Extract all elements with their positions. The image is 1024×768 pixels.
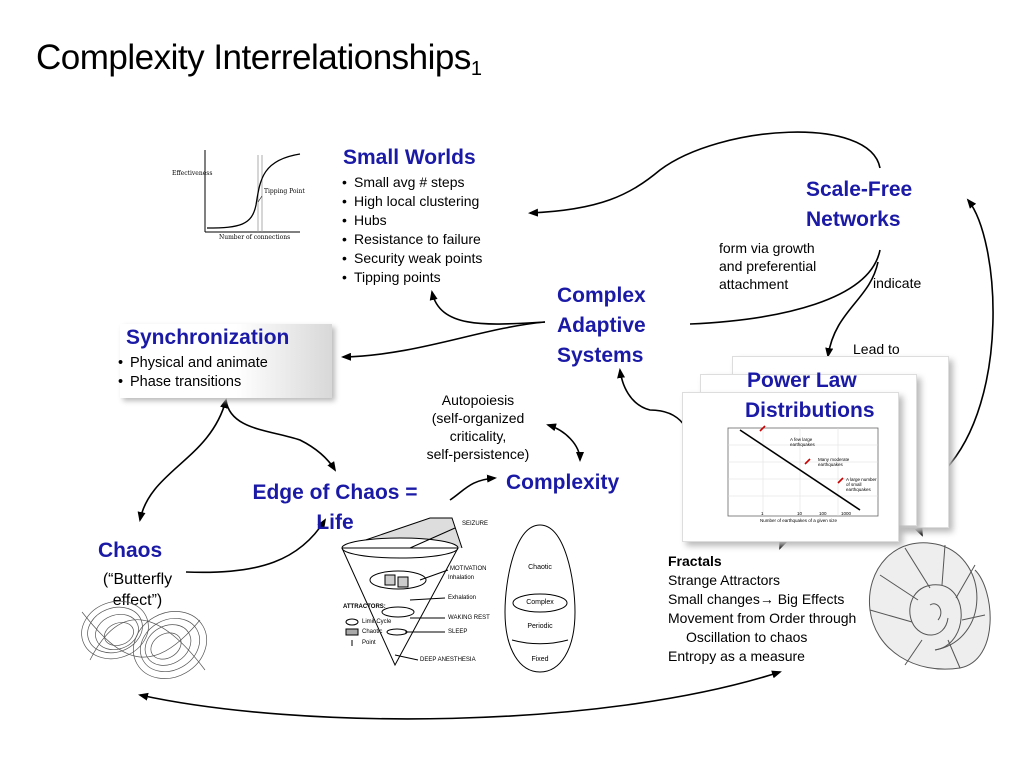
cone-label-seizure: SEIZURE [462, 521, 489, 527]
scale-free-line1: Scale-Free [806, 178, 913, 201]
power-law-line2: Distributions [745, 399, 875, 422]
cone-label-waking-rest: WAKING REST [448, 615, 490, 621]
arrow-cas-scalefree [689, 249, 881, 325]
autopoiesis-line: (self-organized [431, 410, 525, 426]
fractals-line: Strange Attractors [668, 572, 781, 588]
fractals-block: Fractals Strange Attractors Small change… [668, 552, 856, 666]
fractals-line: Entropy as a measure [668, 648, 805, 664]
arrow-chaos-fractals [138, 670, 782, 720]
cone-legend-item: Chaotic [362, 629, 383, 635]
arrow-sync-chaos [137, 398, 228, 522]
cone-label-sleep: SLEEP [448, 629, 468, 635]
tipping-ylabel: Effectiveness [172, 170, 213, 177]
cone-label-motivation: MOTIVATION [450, 566, 487, 572]
small-worlds-item: Hubs [342, 211, 482, 230]
fractals-line: Oscillation to chaos [686, 629, 808, 645]
form-via-line: attachment [719, 276, 789, 292]
egg-label-periodic: Periodic [527, 623, 553, 630]
power-law-note-b: Many moderate earthquakes [818, 457, 850, 467]
small-worlds-item: Small avg # steps [342, 173, 482, 192]
chaos-heading: Chaos [98, 539, 163, 562]
chaos-line: (“Butterfly [102, 571, 173, 588]
power-law-xtick: 100 [819, 511, 827, 516]
cas-line: Complex [557, 284, 646, 307]
power-law-xtick: 1 [761, 511, 764, 516]
chaos-subtitle: (“Butterfly effect”) [80, 569, 195, 611]
synchronization-list: Physical and animate Phase transitions [118, 354, 268, 392]
scale-free-line2: Networks [806, 208, 901, 231]
fractals-line: Movement from Order through [668, 610, 857, 626]
form-via-line: form via growth [719, 240, 815, 256]
fractals-line: Small changes→ Big Effects [668, 591, 845, 607]
cas-line: Adaptive [557, 314, 646, 337]
form-via-text: form via growth and preferential attachm… [719, 239, 816, 293]
arrow-indicate-powerlaw [825, 261, 879, 358]
small-worlds-item: Tipping points [342, 268, 482, 287]
egg-label-complex: Complex [526, 599, 554, 606]
synchronization-heading: Synchronization [126, 326, 290, 349]
arrow-autopoiesis-complexity [546, 423, 584, 462]
title-subscript: 1 [470, 58, 482, 80]
chaos-line: effect”) [112, 592, 163, 609]
synchronization-item: Phase transitions [118, 373, 268, 392]
arrow-scalefree-smallworlds [528, 131, 881, 217]
small-worlds-heading: Small Worlds [343, 146, 476, 169]
cas-line: Systems [557, 344, 644, 367]
cone-legend-item: Limit Cycle [362, 619, 392, 625]
small-worlds-item: Resistance to failure [342, 230, 482, 249]
power-law-xlabel: Number of earthquakes of a given size [760, 518, 838, 523]
edge-line: Life [316, 511, 354, 534]
complexity-label: Complexity [506, 471, 620, 494]
title-text: Complexity Interrelationships [36, 38, 471, 77]
arrow-cas-smallworlds [429, 290, 546, 325]
cas-label: Complex Adaptive Systems [557, 281, 646, 371]
fractals-heading: Fractals [668, 553, 722, 569]
power-law-note-a: A few large earthquakes [790, 437, 815, 447]
autopoiesis-line: Autopoiesis [441, 392, 515, 408]
edge-line: Edge of Chaos = [252, 481, 418, 504]
synchronization-item: Physical and animate [118, 354, 268, 373]
arrow-cas-sync [341, 321, 546, 361]
arrow-edge-complexity [449, 474, 497, 501]
cone-legend-title: ATTRACTORS: [343, 604, 386, 610]
small-worlds-list: Small avg # steps High local clustering … [342, 173, 482, 287]
cone-label-inhalation: Inhalation [448, 575, 475, 581]
form-via-line: and preferential [719, 258, 817, 274]
autopoiesis-text: Autopoiesis (self-organized criticality,… [414, 391, 542, 463]
tipping-annotation: Tipping Point [264, 188, 305, 195]
power-law-xtick: 10 [797, 511, 803, 516]
indicate-label: indicate [873, 275, 922, 291]
autopoiesis-line: criticality, [449, 428, 507, 444]
cone-label-deep-anesthesia: DEEP ANESTHESIA [420, 657, 476, 663]
arrow-chaos-edge [185, 518, 327, 574]
lead-to-label: Lead to [853, 341, 900, 357]
power-law-note-c: A large number of small earthquakes [846, 477, 877, 492]
edge-of-chaos-label: Edge of Chaos = Life [222, 478, 448, 538]
egg-label-chaotic: Chaotic [528, 564, 552, 571]
small-worlds-item: High local clustering [342, 192, 482, 211]
power-law-line1: Power Law [747, 369, 857, 392]
autopoiesis-line: self-persistence) [426, 446, 530, 462]
egg-label-fixed: Fixed [531, 656, 549, 663]
small-worlds-item: Security weak points [342, 249, 482, 268]
cone-legend-item: Point [362, 640, 376, 646]
page-title: Complexity Interrelationships1 [36, 38, 482, 81]
arrow-sync-edge [225, 399, 337, 472]
cone-label-exhalation: Exhalation [448, 595, 477, 601]
tipping-xlabel: Number of connections [219, 234, 291, 241]
power-law-xtick: 1000 [841, 511, 852, 516]
